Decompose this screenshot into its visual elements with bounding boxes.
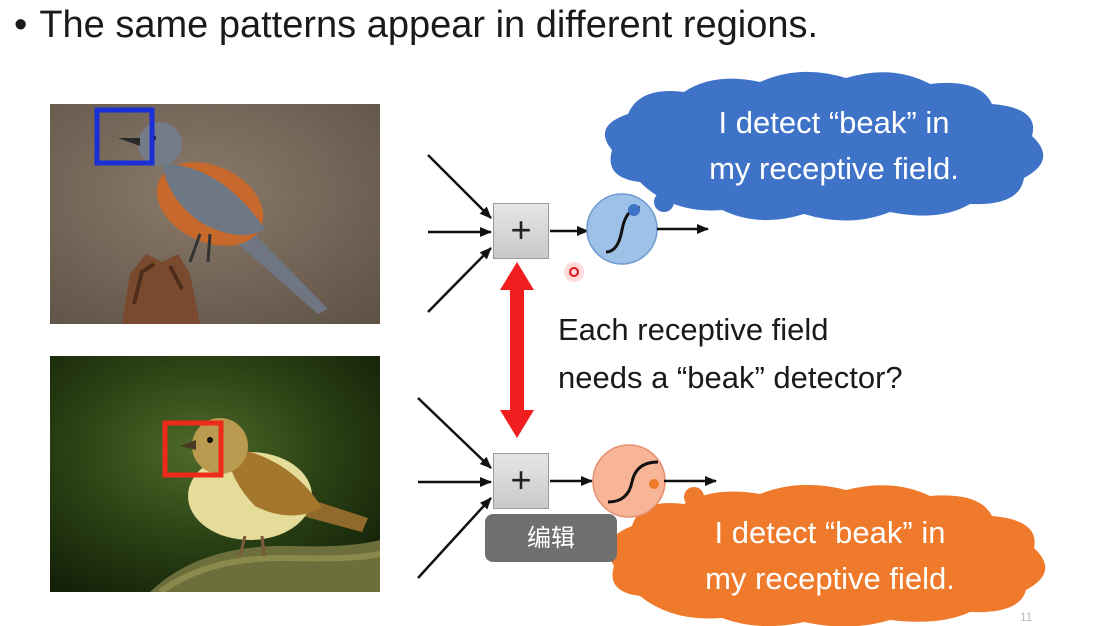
edit-button[interactable]: 编辑 xyxy=(485,514,617,562)
input-arrow-bottom-3 xyxy=(417,497,492,579)
receptive-field-box-blue xyxy=(94,107,155,166)
sum-node-bottom: + xyxy=(493,453,549,509)
thought-text-bottom-line1: I detect “beak” in xyxy=(714,515,946,550)
bullet-heading: • The same patterns appear in different r… xyxy=(14,4,818,47)
thought-cloud-orange xyxy=(608,484,1046,626)
question-line2: needs a “beak” detector? xyxy=(558,360,903,395)
laser-pointer-glow xyxy=(564,262,584,282)
thought-bubble-large-bottom xyxy=(684,487,704,507)
thought-bubble-small-bottom xyxy=(649,479,659,489)
input-arrow-top-1 xyxy=(427,154,492,219)
laser-pointer-dot xyxy=(569,267,579,277)
bullet-dot: • xyxy=(14,4,28,46)
sigmoid-curve-bottom xyxy=(607,460,659,504)
receptive-field-box-red xyxy=(162,420,224,478)
thought-bubble-small-top xyxy=(628,204,640,216)
thought-bubble-large-top xyxy=(654,192,674,212)
input-arrow-top-3 xyxy=(427,247,492,313)
page-number: 11 xyxy=(1020,610,1033,624)
question-text: Each receptive field needs a “beak” dete… xyxy=(558,306,903,402)
sum-node-top: + xyxy=(493,203,549,259)
red-double-arrow xyxy=(500,262,534,438)
thought-text-top: I detect “beak” in my receptive field. xyxy=(624,100,1044,192)
thought-text-bottom-line2: my receptive field. xyxy=(705,561,955,596)
bird-photo-bottom xyxy=(50,356,380,592)
question-line1: Each receptive field xyxy=(558,312,829,347)
thought-text-top-line2: my receptive field. xyxy=(709,151,959,186)
input-arrow-bottom-1 xyxy=(417,397,492,469)
bullet-text: The same patterns appear in different re… xyxy=(39,4,819,46)
bird-photo-top xyxy=(50,104,380,324)
thought-text-top-line1: I detect “beak” in xyxy=(718,105,950,140)
thought-text-bottom: I detect “beak” in my receptive field. xyxy=(620,510,1040,602)
thought-cloud-blue xyxy=(604,71,1044,221)
